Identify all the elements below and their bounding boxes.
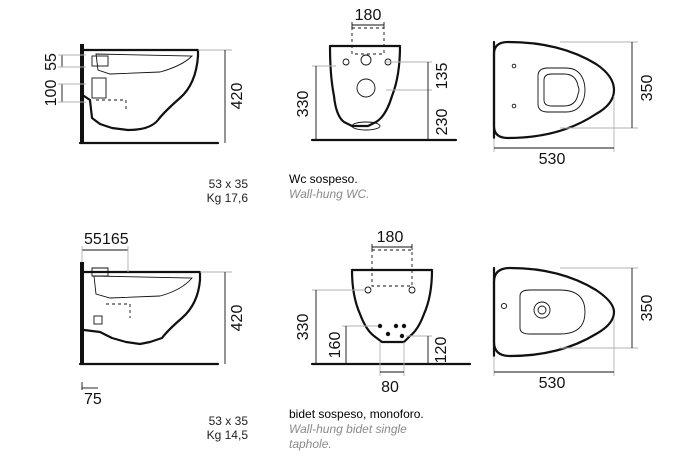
wc-front-dim-230: 230 [434, 109, 451, 136]
bidet-front-dim-120: 120 [433, 337, 450, 364]
bidet-front-supply-dot-4 [385, 331, 391, 337]
bidet-side-taphole [91, 267, 109, 277]
bidet-plan-basin-outer [519, 289, 586, 335]
wc-front-outline [328, 44, 402, 128]
wc-front-tank-hidden [351, 27, 385, 55]
bidet-side-outlet [93, 315, 103, 325]
bidet-plan-dim-350: 350 [639, 295, 656, 322]
wc-plan-fixing-dot-top [511, 63, 517, 69]
wc-plan-outline [492, 40, 616, 140]
bidet-front-dim-180: 180 [377, 229, 404, 246]
wc-front-inlet-hole [360, 54, 372, 66]
bidet-plan-drain-inner [537, 305, 547, 315]
bidet-side-dim-420: 420 [229, 305, 246, 332]
bidet-side-rim [93, 275, 193, 299]
bidet-plan-taphole [500, 302, 508, 310]
bidet-caption-english-2: taphole. [289, 437, 332, 451]
wc-side-dim-100: 100 [43, 80, 60, 107]
wc-side-view: 55 100 420 [43, 44, 246, 145]
bidet-caption-italian: bidet sospeso, monoforo. [289, 407, 424, 421]
wc-side-outline [82, 48, 200, 132]
bidet-plan-outline [492, 266, 616, 358]
bidet-caption-english-1: Wall-hung bidet single [289, 422, 407, 436]
bidet-plan-dim-530: 530 [539, 375, 566, 392]
wc-front-dim-330: 330 [295, 91, 312, 118]
bidet-caption: bidet sospeso, monoforo. Wall-hung bidet… [289, 407, 424, 452]
wc-side-outlet [91, 77, 107, 99]
wc-side-rim [95, 53, 194, 75]
wc-caption: Wc sospeso. Wall-hung WC. [289, 172, 369, 202]
wc-plan-fixing-dot-bottom [511, 103, 517, 109]
bidet-front-supply-dot-1 [377, 323, 383, 329]
wc-front-view: 180 330 135 230 [295, 7, 458, 142]
bidet-front-dim-330: 330 [295, 314, 312, 341]
wc-caption-italian: Wc sospeso. [289, 172, 358, 186]
bidet-front-dim-160: 160 [327, 332, 344, 359]
wc-plan-view: 530 350 [492, 40, 656, 168]
bidet-side-outline [82, 270, 202, 346]
wc-front-fixing-hole-left [342, 58, 350, 66]
wc-spec-size: 53 x 35 [208, 177, 248, 191]
bidet-plan-view: 530 350 [492, 266, 656, 392]
bidet-front-fixing-hole-left [364, 286, 372, 294]
bidet-plan-drain-outer [533, 301, 551, 319]
wc-side-dim-55: 55 [43, 53, 60, 71]
wc-side-inlet [91, 55, 109, 67]
wc-plan-dim-530: 530 [539, 151, 566, 168]
bidet-spec-weight: Kg 14,5 [206, 428, 248, 442]
wc-plan-bowl-inner [543, 73, 580, 107]
bidet-side-wall [80, 262, 84, 364]
bidet-side-dim-75: 75 [84, 391, 102, 408]
wc-plan-bowl-outer [537, 67, 586, 113]
wc-side-dim-420: 420 [229, 83, 246, 110]
bidet-front-dim-80: 80 [381, 379, 399, 396]
bidet-spec-size: 53 x 35 [208, 414, 248, 428]
bidet-side-view: 55 165 420 75 [78, 231, 246, 408]
wc-front-outlet-hole [356, 78, 376, 98]
bidet-front-view: 180 330 160 120 80 [295, 229, 472, 396]
bidet-front-fixing-hole-right [408, 286, 416, 294]
wc-front-dim-180: 180 [355, 7, 382, 24]
bidet-front-hidden-box [371, 249, 413, 287]
bidet-spec-block: 53 x 35 Kg 14,5 [150, 414, 248, 442]
wc-front-dim-135: 135 [434, 63, 451, 90]
wc-spec-weight: Kg 17,6 [206, 191, 248, 205]
bidet-side-dim-55: 55 [84, 231, 102, 248]
wc-side-wall [80, 44, 84, 144]
wc-front-foot [351, 121, 381, 131]
wc-spec-block: 53 x 35 Kg 17,6 [150, 177, 248, 205]
wc-caption-english: Wall-hung WC. [289, 187, 370, 201]
wc-plan-dim-350: 350 [639, 75, 656, 102]
bidet-front-outline [350, 268, 434, 344]
bidet-front-supply-dot-5 [399, 333, 405, 339]
bidet-front-supply-dot-2 [393, 323, 399, 329]
bidet-front-supply-dot-3 [401, 323, 407, 329]
bidet-side-dim-165: 165 [102, 231, 129, 248]
